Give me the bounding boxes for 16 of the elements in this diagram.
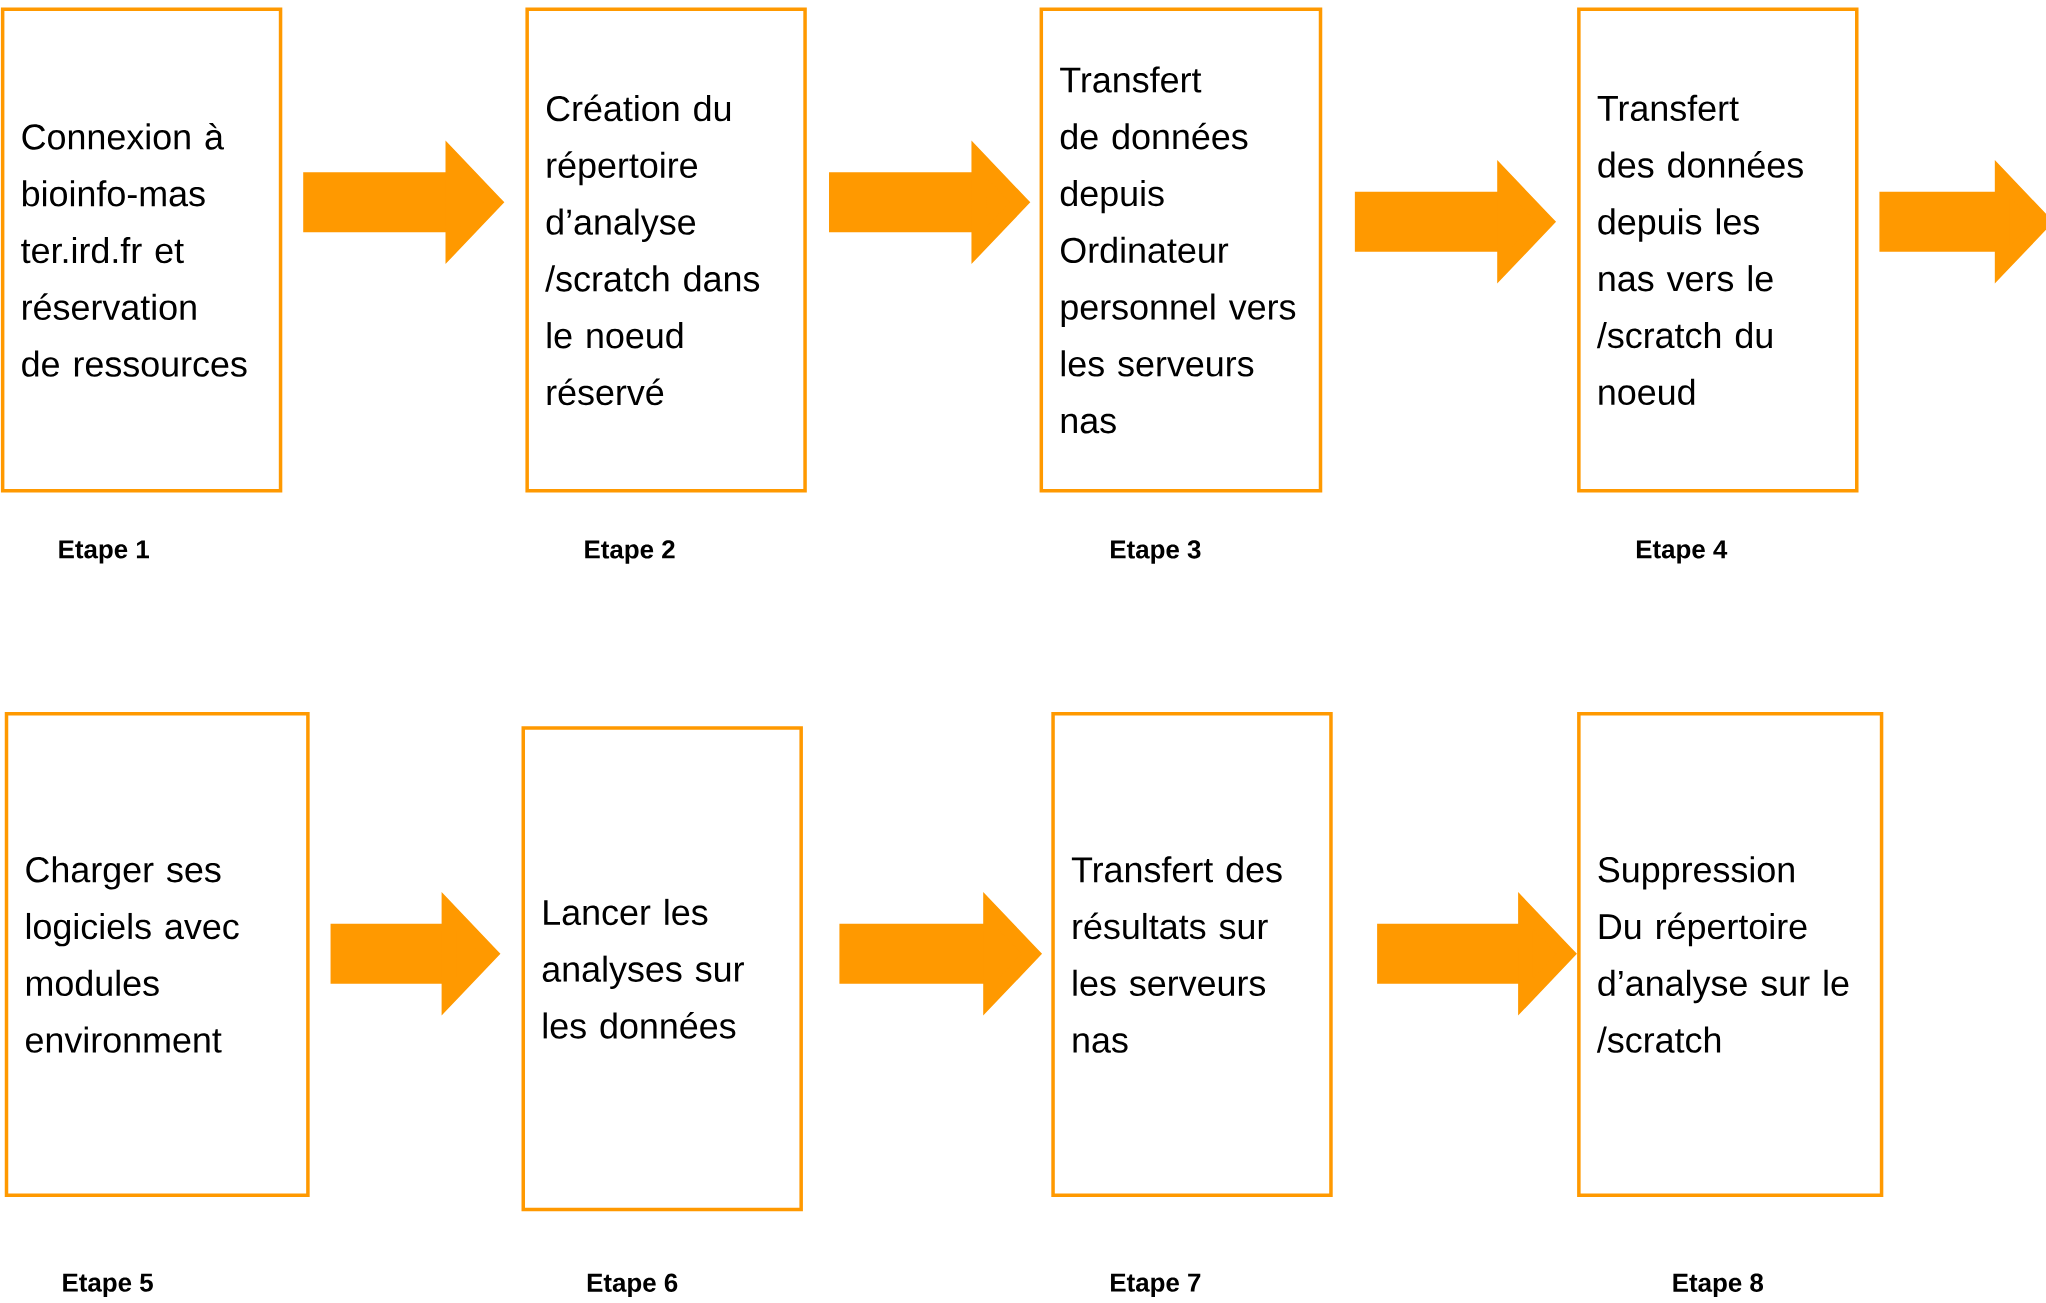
process-box: Lancer les analyses sur les données: [521, 726, 803, 1212]
step-label: Etape 7: [1111, 1273, 1201, 1297]
step-label: Etape 1: [59, 540, 149, 564]
process-box: Transfert des résultats sur les serveurs nas: [1051, 712, 1333, 1197]
step-label: Etape 8: [1673, 1273, 1764, 1298]
step-label: Etape 4: [1636, 540, 1728, 564]
step-label: Etape 3: [1111, 540, 1201, 564]
step-label: Etape 2: [585, 540, 675, 564]
step-label: Etape 6: [587, 1273, 678, 1298]
process-box: Transfert des données depuis les nas vers le /scratch du noeud: [1577, 7, 1859, 493]
process-box: Connexion à bioinfo-mas ter.ird.fr et réservation de ressources: [0, 7, 283, 493]
process-box: Charger ses logiciels avec modules environment: [4, 712, 310, 1197]
process-box: Suppression Du répertoire d’analyse sur le /scratch: [1577, 712, 1884, 1197]
step-label: Etape 5: [63, 1273, 153, 1297]
process-box: Création du répertoire d’analyse /scratch dans le noeud réservé: [525, 7, 807, 493]
process-box: Transfert de données depuis Ordinateur personnel vers les serveurs nas: [1039, 7, 1323, 493]
